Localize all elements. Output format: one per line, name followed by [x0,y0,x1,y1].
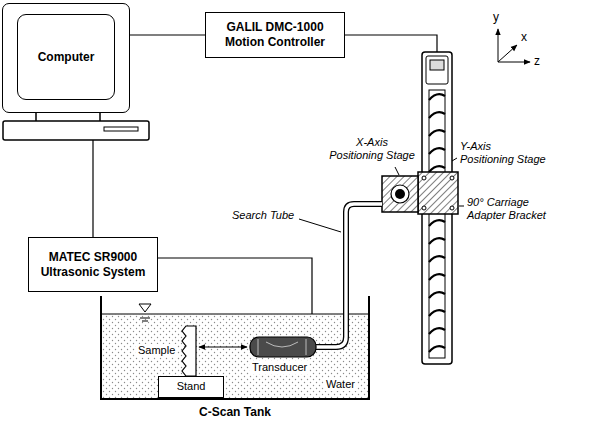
leader-line [395,167,399,175]
transducer-body [250,337,316,357]
x-stage-rod [391,185,409,203]
node-label: Computer [38,50,95,65]
computer-base [3,121,149,140]
tank-heading: C-Scan Tank [102,405,368,420]
part-label: Y-Axis Positioning Stage [460,140,560,166]
part-label: Search Tube [232,209,294,222]
water-level-symbol [139,304,151,312]
transducer-texture [258,339,306,355]
part-label: Transducer [250,361,309,374]
sample-plate [182,326,196,376]
motor-display [430,60,444,70]
bolt-hole [450,206,454,210]
search-tube-bore [316,204,382,347]
axis-label: z [534,54,540,68]
axis-label: x [521,30,527,44]
ultrasound-beam-arrow [199,347,247,348]
sample-stand: Stand [158,376,224,398]
water-fill [102,314,368,398]
x-axis-arrow [498,45,517,62]
lead-screw-thread [429,94,445,352]
y-axis-arrow [498,29,499,62]
part-label: X-Axis Positioning Stage [322,136,422,162]
part-label: 90° Carriage Adapter Bracket [467,196,557,222]
motion-controller-box: GALIL DMC-1000 Motion Controller [205,12,345,58]
part-label: Water [324,378,357,391]
computer-monitor: Computer [2,3,130,113]
water-level-mark [142,321,148,322]
bolt-hole [450,176,454,180]
search-tube-outline [316,204,382,347]
lead-screw-housing [429,90,445,358]
bolt-hole [422,206,426,210]
x-stage-rod-end [395,189,405,199]
z-axis-arrow [498,62,530,63]
monitor-screen: Computer [17,14,115,100]
water-level-mark [140,318,150,319]
leader-line [452,158,457,161]
node-label: GALIL DMC-1000 Motion Controller [214,20,336,50]
controller-cable [345,35,437,52]
node-label: Stand [177,380,206,394]
stage-motor [426,56,448,84]
drive-slot [104,127,138,131]
x-stage-block [382,176,418,212]
leader-line [299,219,341,232]
node-label: MATEC SR9000 Ultrasonic System [37,250,149,280]
axis-label: y [493,10,499,24]
signal-cable [130,34,205,35]
bolt-hole [422,176,426,180]
part-label: Sample [136,344,177,357]
water-surface [102,314,368,315]
ultrasonic-system-box: MATEC SR9000 Ultrasonic System [28,237,158,292]
carriage-bracket [418,172,458,214]
leader-line [459,206,464,207]
